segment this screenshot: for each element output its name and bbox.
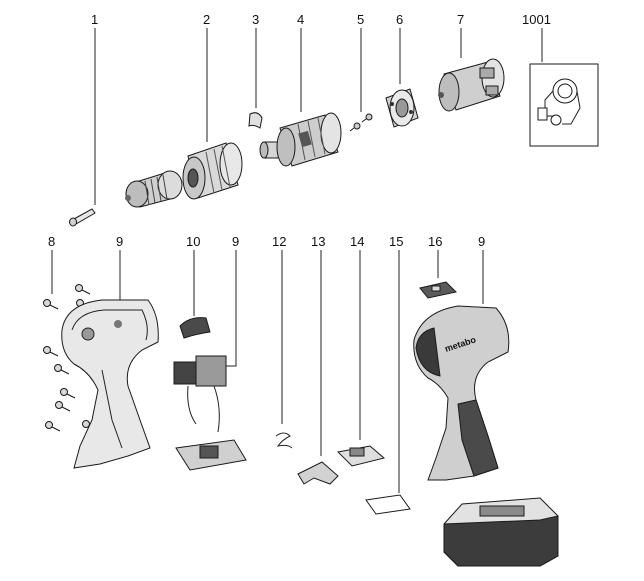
svg-text:1: 1 (91, 12, 98, 27)
label-1: 1 (91, 12, 98, 205)
part-3-clip (248, 112, 263, 129)
part-9-housing-right: metabo (413, 305, 510, 481)
part-4-gearbox (259, 112, 342, 167)
label-14: 14 (350, 234, 364, 440)
svg-text:9: 9 (478, 234, 485, 249)
part-1001-card (529, 63, 599, 147)
label-6: 6 (396, 12, 403, 84)
part-2-chuck-sleeve (182, 142, 243, 200)
svg-text:9: 9 (116, 234, 123, 249)
label-5: 5 (357, 12, 364, 112)
part-14-latch-plate (336, 445, 386, 467)
part-12-spring (275, 432, 293, 449)
part-15-label-sheet (365, 494, 411, 515)
svg-text:15: 15 (389, 234, 403, 249)
label-9-right: 9 (478, 234, 485, 304)
svg-text:8: 8 (48, 234, 55, 249)
label-16: 16 (428, 234, 442, 278)
svg-text:5: 5 (357, 12, 364, 27)
label-3: 3 (252, 12, 259, 108)
label-9-middle: 9 (220, 234, 239, 367)
part-9-housing-left (61, 299, 159, 469)
label-8: 8 (48, 234, 55, 294)
svg-text:2: 2 (203, 12, 210, 27)
part-7-motor (438, 58, 505, 112)
part-battery-pack (443, 497, 559, 567)
part-9-switch-assembly (173, 355, 247, 471)
part-13-lock-lever (297, 461, 339, 485)
label-10: 10 (186, 234, 200, 316)
part-5-screws (349, 113, 373, 132)
svg-text:9: 9 (232, 234, 239, 249)
svg-text:16: 16 (428, 234, 442, 249)
label-15: 15 (389, 234, 403, 493)
svg-text:10: 10 (186, 234, 200, 249)
svg-text:4: 4 (297, 12, 304, 27)
label-1001: 1001 (522, 12, 551, 62)
svg-text:13: 13 (311, 234, 325, 249)
svg-text:6: 6 (396, 12, 403, 27)
part-10-slider-button (179, 317, 211, 339)
svg-text:7: 7 (457, 12, 464, 27)
label-2: 2 (203, 12, 210, 142)
part-16-contact (419, 281, 458, 299)
part-1-screw (69, 208, 96, 227)
svg-text:12: 12 (272, 234, 286, 249)
part-6-motor-plate (385, 88, 419, 128)
part-keyless-chuck (125, 170, 183, 208)
svg-text:3: 3 (252, 12, 259, 27)
label-13: 13 (311, 234, 325, 456)
label-12: 12 (272, 234, 286, 424)
svg-text:1001: 1001 (522, 12, 551, 27)
label-9-left: 9 (116, 234, 123, 302)
label-7: 7 (457, 12, 464, 58)
label-4: 4 (297, 12, 304, 112)
svg-text:14: 14 (350, 234, 364, 249)
